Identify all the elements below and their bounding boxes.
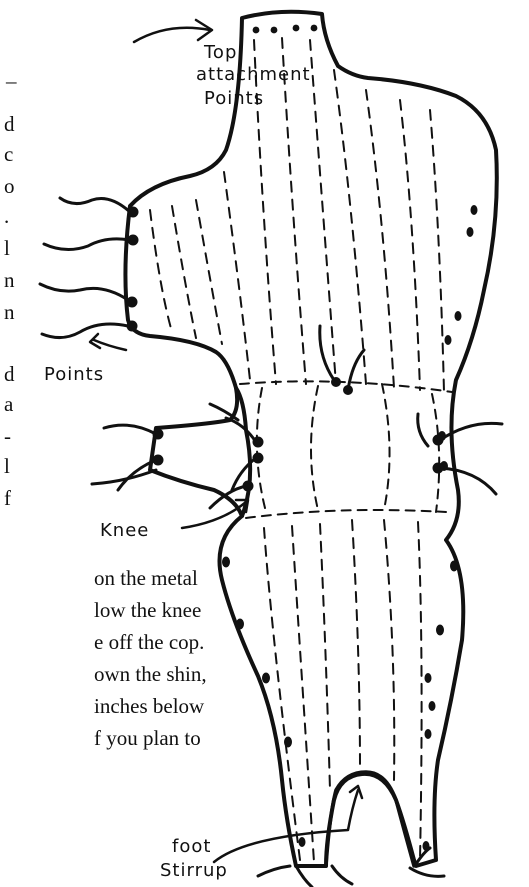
knee-label: Knee: [100, 520, 149, 542]
points-label: Points: [44, 364, 104, 386]
knee-flap: [150, 388, 242, 516]
attachment-dot: [311, 25, 318, 32]
knee-boundary: [240, 381, 452, 518]
attachment-dot: [271, 27, 278, 34]
top-attachment-label: Top: [204, 42, 237, 64]
foot-stirrup-label-line2: Stirrup: [160, 860, 228, 882]
foot-stirrup-label-line1: foot: [172, 836, 211, 858]
attachment-dot: [293, 25, 300, 32]
thigh-stitch-lines: [150, 38, 444, 392]
foot-arch: [326, 772, 414, 866]
top-attachment-label-line2: attachment: [196, 64, 311, 86]
attachment-dot: [253, 27, 260, 34]
top-attachment-label-line: Top: [204, 42, 237, 64]
knee-strap-ties: [92, 404, 262, 508]
top-attachment-label-line3: Points: [204, 88, 264, 110]
right-strap-ties: [418, 414, 502, 494]
left-strap-ties: [40, 198, 137, 338]
